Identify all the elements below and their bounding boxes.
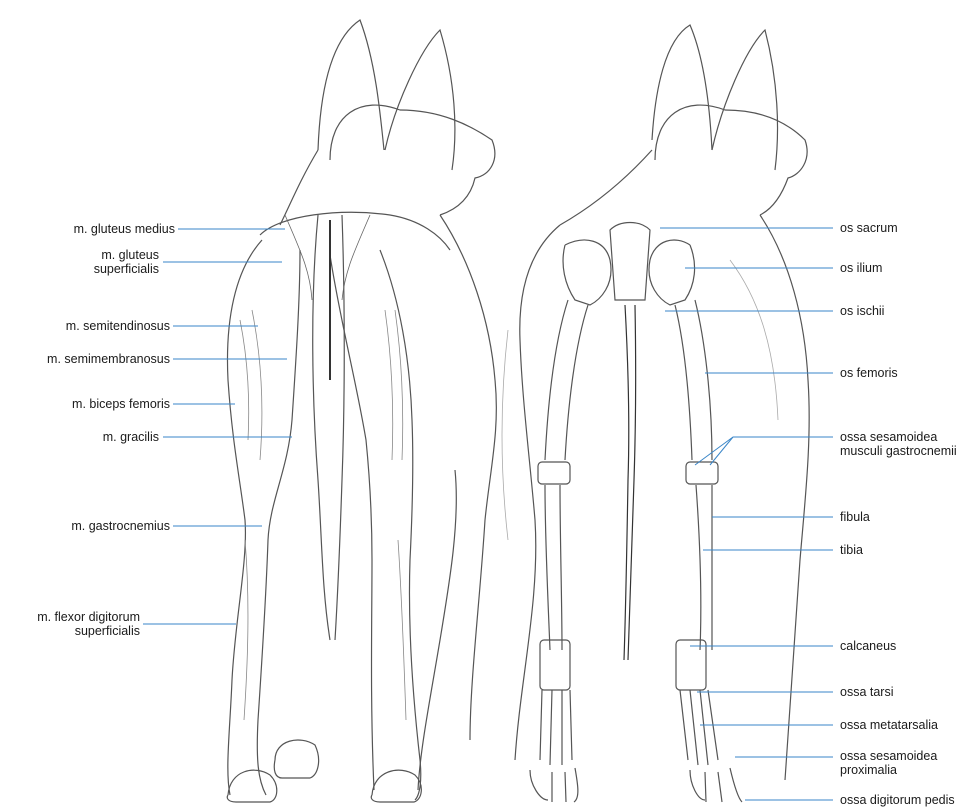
label-calcaneus: calcaneus — [840, 639, 896, 653]
label-ossa-sesamoidea-musculi-gastrocnemii: ossa sesamoidea musculi gastrocnemii — [840, 430, 957, 458]
label-ossa-metatarsalia: ossa metatarsalia — [840, 718, 938, 732]
label-gluteus-medius: m. gluteus medius — [74, 222, 175, 236]
right-dog-skeleton — [502, 25, 809, 802]
label-ossa-digitorum-pedis: ossa digitorum pedis — [840, 793, 955, 807]
label-os-ischii: os ischii — [840, 304, 884, 318]
label-gastrocnemius: m. gastrocnemius — [71, 519, 170, 533]
label-os-ilium: os ilium — [840, 261, 882, 275]
label-tibia: tibia — [840, 543, 863, 557]
label-gracilis: m. gracilis — [103, 430, 159, 444]
label-semitendinosus: m. semitendinosus — [66, 319, 170, 333]
left-dog-muscles — [227, 20, 496, 802]
label-os-sacrum: os sacrum — [840, 221, 898, 235]
label-ossa-tarsi: ossa tarsi — [840, 685, 894, 699]
label-biceps-femoris: m. biceps femoris — [72, 397, 170, 411]
left-leader-lines — [143, 229, 292, 624]
label-semimembranosus: m. semimembranosus — [47, 352, 170, 366]
label-ossa-sesamoidea-proximalia: ossa sesamoidea proximalia — [840, 749, 937, 777]
right-leader-lines — [660, 228, 833, 800]
label-flexor-digitorum-superficialis: m. flexor digitorum superficialis — [37, 610, 140, 638]
label-os-femoris: os femoris — [840, 366, 898, 380]
label-fibula: fibula — [840, 510, 870, 524]
label-gluteus-superficialis: m. gluteus superficialis — [94, 248, 159, 276]
